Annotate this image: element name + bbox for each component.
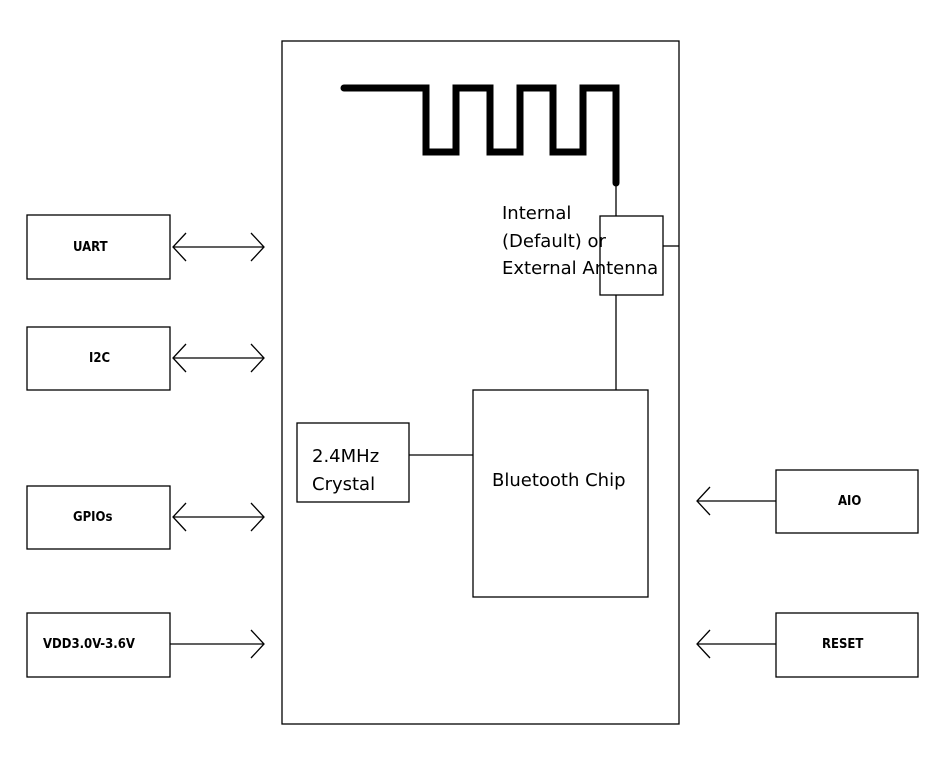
gpios-arrow-left-icon	[172, 502, 187, 532]
antenna-note-line3: External Antenna	[502, 258, 658, 279]
aio-box	[775, 469, 919, 534]
antenna-switch-box	[599, 215, 664, 296]
bluetooth-chip-box	[472, 389, 649, 598]
i2c-box	[26, 326, 171, 391]
uart-box	[26, 214, 171, 280]
gpios-box	[26, 485, 171, 550]
vdd-box	[26, 612, 171, 678]
i2c-arrow-right-icon	[250, 343, 265, 373]
uart-arrow-right-icon	[250, 232, 265, 262]
aio-label: AIO	[838, 494, 861, 509]
antenna-note-line1: Internal	[502, 203, 571, 224]
vdd-label: VDD3.0V-3.6V	[43, 637, 135, 652]
crystal-label: 2.4MHz Crystal	[312, 446, 385, 495]
crystal-box	[296, 422, 410, 503]
i2c-label: I2C	[89, 351, 110, 366]
uart-label: UART	[73, 240, 108, 255]
reset-arrow-left-icon	[696, 629, 711, 659]
i2c-arrow-left-icon	[172, 343, 187, 373]
reset-box	[775, 612, 919, 678]
vdd-arrow-right-icon	[250, 629, 265, 659]
reset-label: RESET	[822, 637, 863, 652]
antenna-trace-icon	[340, 84, 620, 187]
aio-arrow-left-icon	[696, 486, 711, 516]
antenna-note-line2: (Default) or	[502, 231, 607, 252]
crystal-label-line1: 2.4MHz	[312, 446, 379, 467]
gpios-arrow-right-icon	[250, 502, 265, 532]
antenna-note: Internal (Default) or External Antenna	[502, 203, 658, 279]
uart-arrow-left-icon	[172, 232, 187, 262]
gpios-label: GPIOs	[73, 510, 112, 525]
crystal-label-line2: Crystal	[312, 474, 375, 495]
bluetooth-chip-label: Bluetooth Chip	[492, 470, 626, 491]
